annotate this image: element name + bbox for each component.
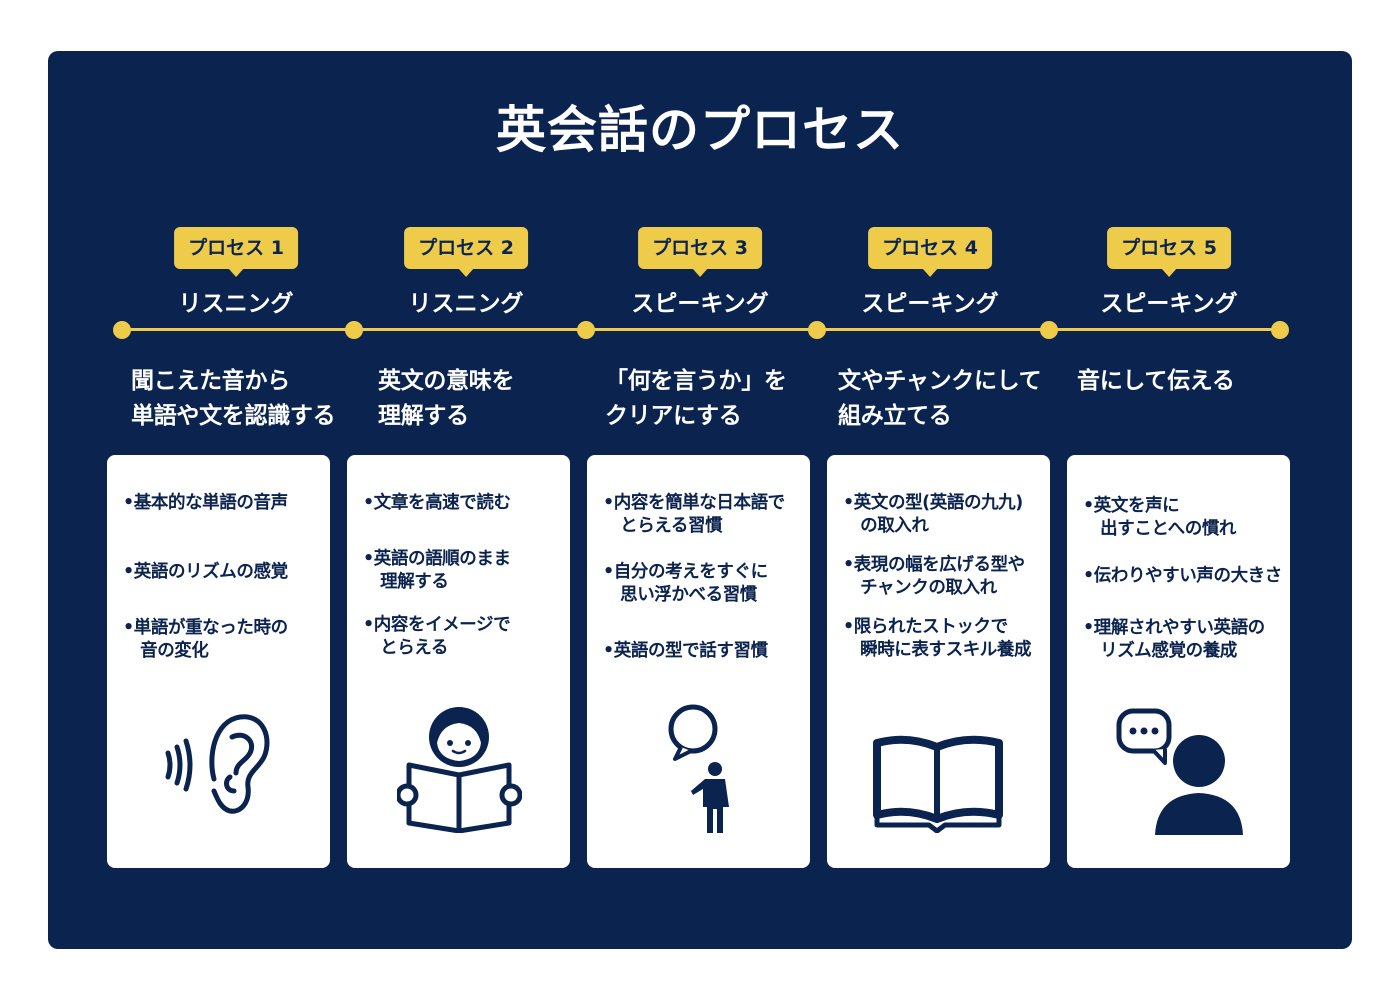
step-label-1: リスニング [178,291,294,317]
step-label-2: リスニング [408,291,524,317]
step-label-5: スピーキング [1100,291,1238,317]
open-book-icon [873,735,1003,833]
process-card-2: •文章を高速で読む •英語の語順のまま 理解する •内容をイメージで とらえる [347,455,570,868]
process-card-4: •英文の型(英語の九九) の取入れ •表現の幅を広げる型や チャンクの取入れ •… [827,455,1050,868]
card-bullet: •限られたストックで 瞬時に表すスキル養成 [843,617,1032,660]
timeline-dot [577,321,595,339]
process-card-1: •基本的な単語の音声 •英語のリズムの感覚 •単語が重なった時の 音の変化 [107,455,330,868]
timeline-line [122,328,1280,331]
timeline-dot [345,321,363,339]
process-badge-4: プロセス 4 [868,227,992,277]
card-bullet: •内容を簡単な日本語で とらえる習慣 [603,493,785,536]
card-bullet: •表現の幅を広げる型や チャンクの取入れ [843,555,1025,598]
process-badge-1: プロセス 1 [174,227,298,277]
card-bullet: •自分の考えをすぐに 思い浮かべる習慣 [603,562,768,605]
process-badge-5: プロセス 5 [1107,227,1231,277]
card-bullet: •英語の語順のまま 理解する [363,549,511,592]
person-reading-icon [397,707,522,833]
card-bullet: •英文の型(英語の九九) の取入れ [843,493,1023,536]
card-bullet: •基本的な単語の音声 [123,493,288,513]
card-bullet: •理解されやすい英語の リズム感覚の養成 [1083,618,1265,661]
step-heading-1: 聞こえた音から 単語や文を認識する [131,368,336,429]
timeline-dot [113,321,131,339]
card-bullet: •英語の型で話す習慣 [603,641,768,661]
process-card-5: •英文を声に 出すことへの慣れ •伝わりやすい声の大きさ •理解されやすい英語の… [1067,455,1290,868]
step-heading-4: 文やチャンクにして 組み立てる [838,368,1042,429]
page-title: 英会話のプロセス [496,101,904,159]
card-bullet: •伝わりやすい声の大きさ [1083,566,1282,586]
person-thought-bubble-icon [668,704,729,833]
process-badge-2: プロセス 2 [404,227,528,277]
card-bullet: •文章を高速で読む [363,493,511,513]
card-bullet: •英語のリズムの感覚 [123,562,288,582]
ear-sound-icon [165,714,270,814]
step-heading-5: 音にして伝える [1077,368,1235,394]
card-bullet: •単語が重なった時の 音の変化 [123,618,288,661]
step-heading-2: 英文の意味を 理解する [378,368,515,429]
person-speech-bubble-icon [1116,708,1243,835]
timeline-dot [1271,321,1289,339]
step-label-3: スピーキング [631,291,769,317]
step-heading-3: 「何を言うか」を クリアにする [605,368,787,429]
timeline-dot [808,321,826,339]
step-label-4: スピーキング [861,291,999,317]
process-card-3: •内容を簡単な日本語で とらえる習慣 •自分の考えをすぐに 思い浮かべる習慣 •… [587,455,810,868]
card-bullet: •英文を声に 出すことへの慣れ [1083,496,1237,539]
card-bullet: •内容をイメージで とらえる [363,615,511,658]
process-badge-3: プロセス 3 [638,227,762,277]
timeline-dot [1040,321,1058,339]
